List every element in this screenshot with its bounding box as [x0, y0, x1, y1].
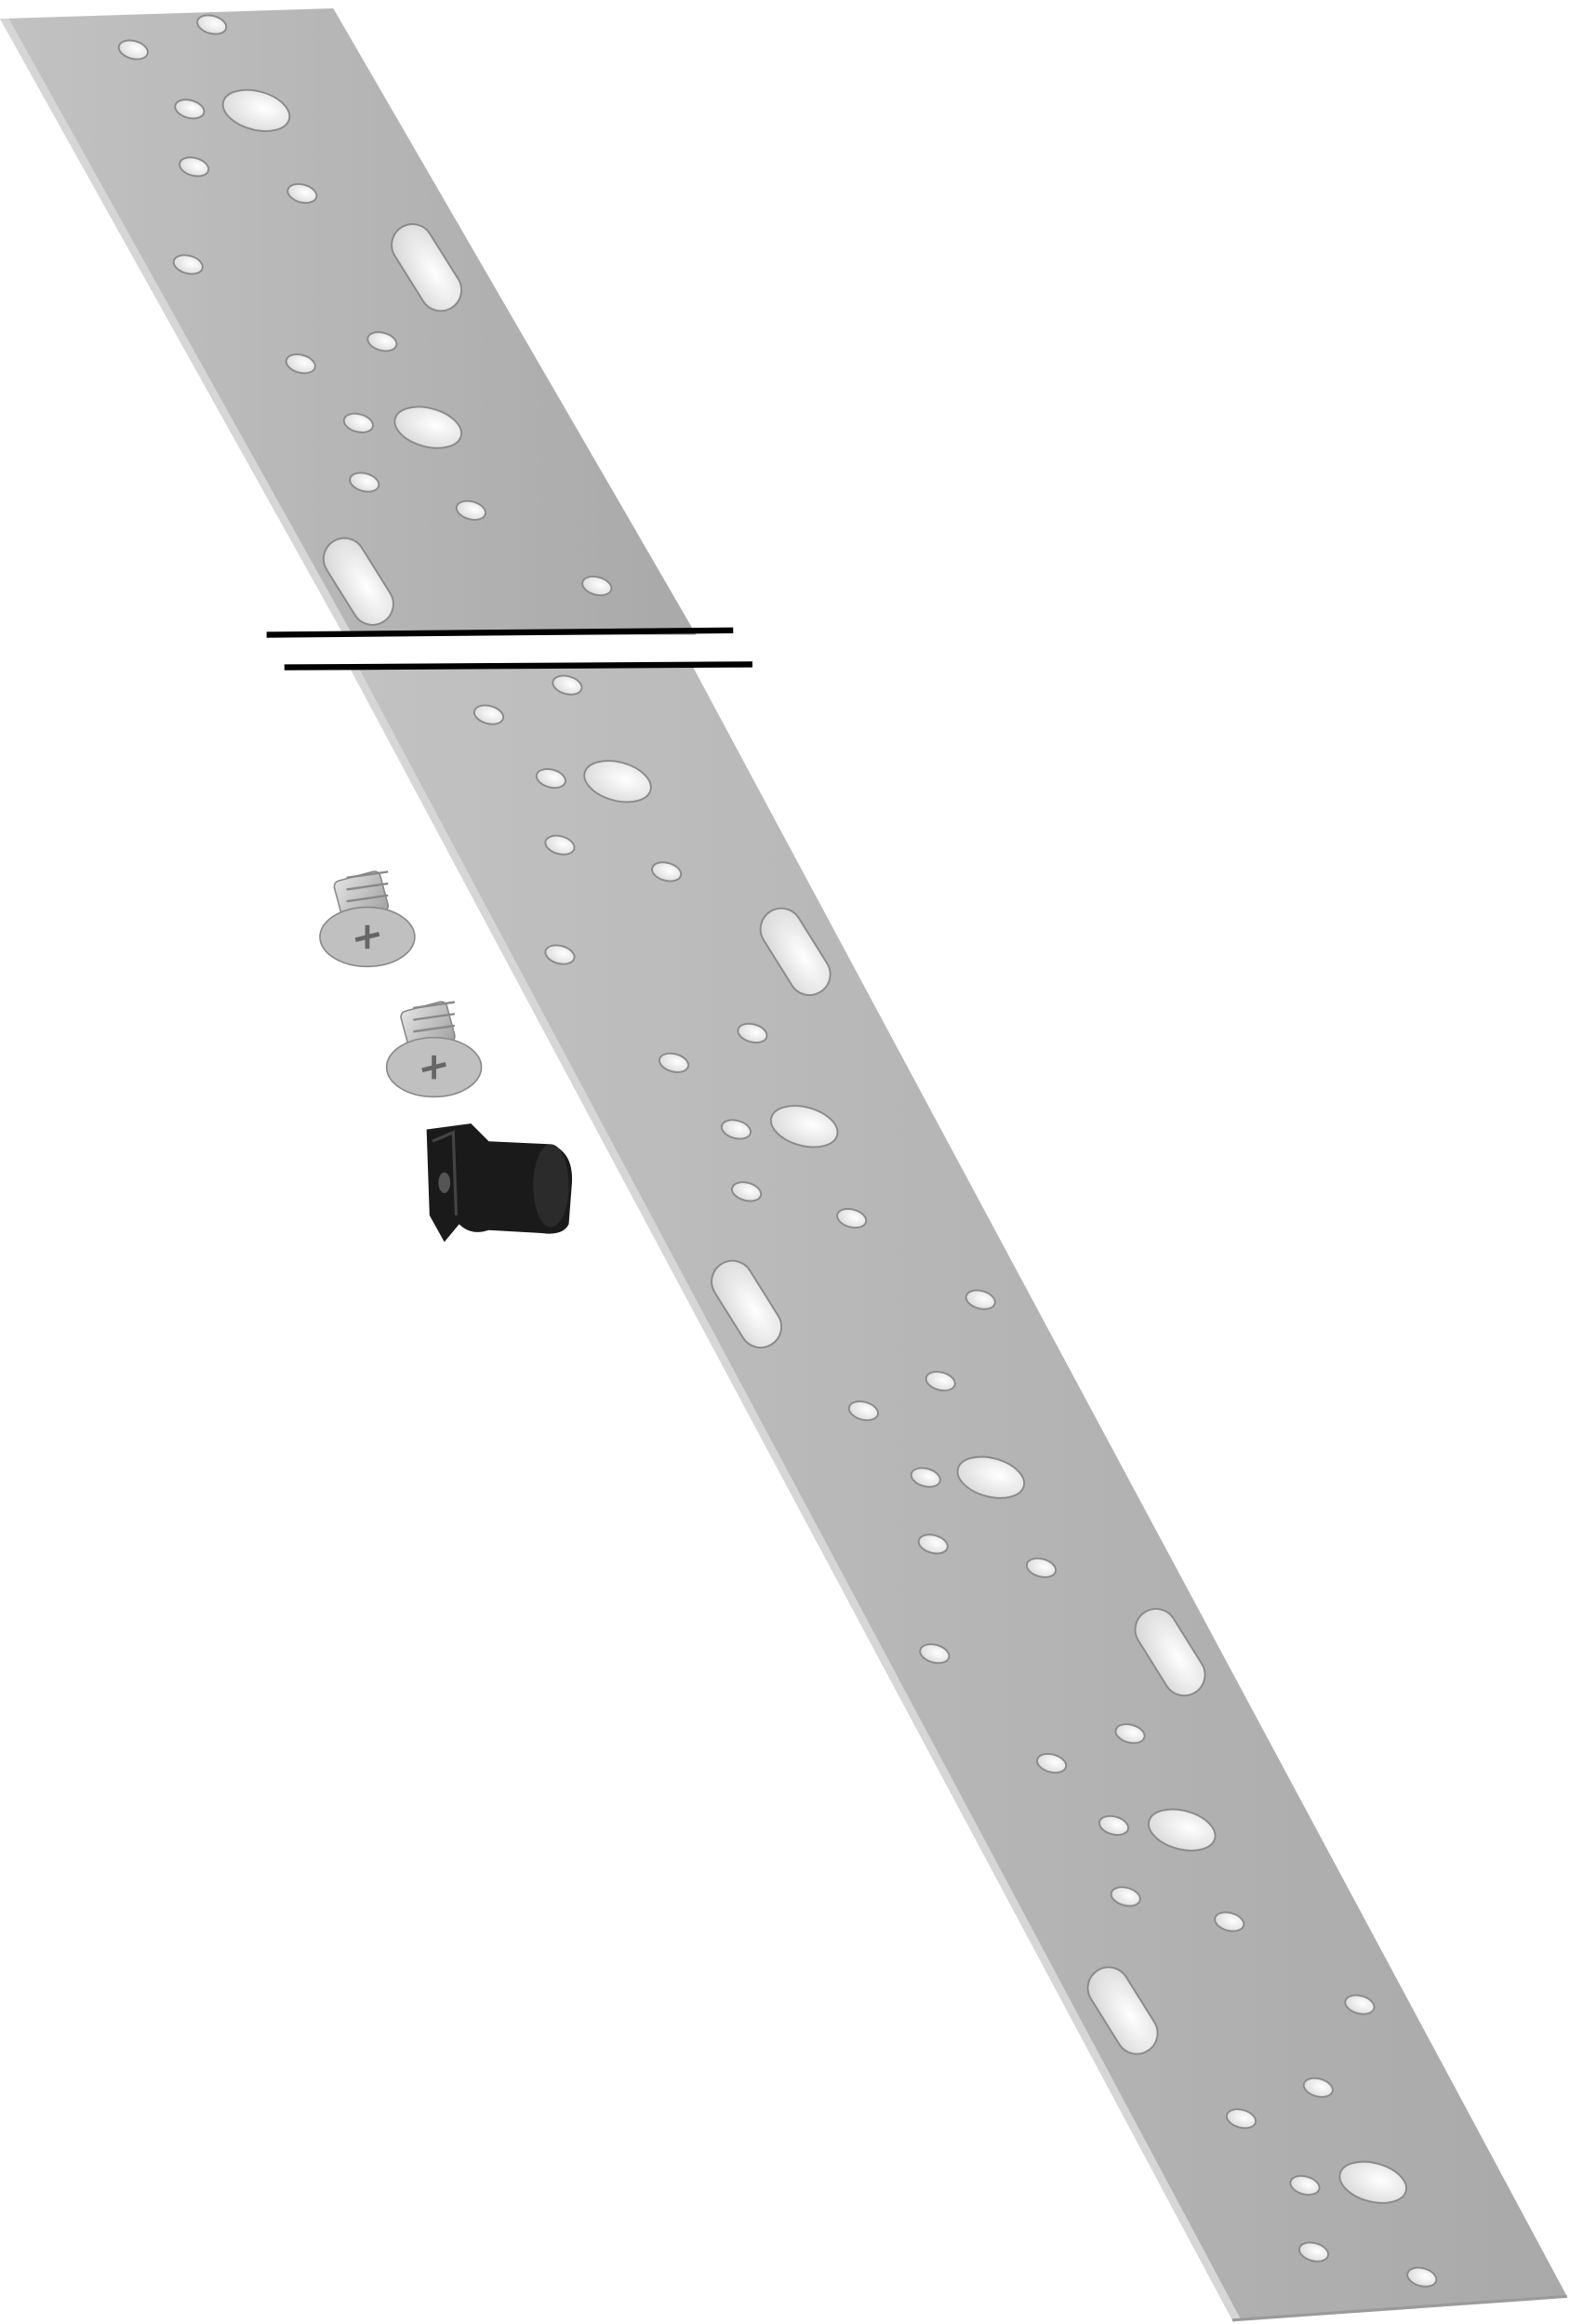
small-hole — [1110, 1886, 1141, 1907]
small-hole — [1289, 2174, 1321, 2196]
small-hole — [535, 767, 566, 790]
small-hole — [1406, 2266, 1438, 2288]
small-hole — [552, 674, 583, 696]
small-hole — [965, 1289, 996, 1310]
large-hole — [393, 405, 462, 449]
slot-hole — [391, 223, 463, 312]
small-hole — [174, 99, 206, 120]
small-hole — [917, 1534, 949, 1555]
small-hole — [172, 254, 204, 275]
small-hole — [472, 704, 505, 725]
slot-hole — [1086, 1966, 1159, 2055]
plastic-clip — [426, 1123, 573, 1242]
small-hole — [836, 1207, 868, 1229]
small-hole — [285, 353, 316, 375]
small-hole — [651, 861, 683, 883]
break-lines — [266, 627, 752, 671]
large-hole — [583, 760, 652, 803]
small-hole — [455, 499, 486, 521]
small-hole — [581, 575, 613, 597]
small-hole — [925, 1371, 956, 1392]
small-hole — [196, 14, 228, 35]
small-hole — [1114, 1723, 1146, 1745]
small-hole — [919, 1643, 951, 1665]
small-hole — [1214, 1911, 1245, 1932]
small-hole — [1025, 1557, 1058, 1578]
small-hole — [731, 1181, 763, 1202]
slot-hole — [1134, 1608, 1206, 1697]
small-hole — [342, 412, 374, 433]
slot-hole — [759, 907, 832, 996]
large-hole — [1148, 1808, 1217, 1852]
small-hole — [1036, 1752, 1068, 1774]
small-hole — [286, 182, 318, 205]
phillips-cross-icon — [354, 924, 380, 950]
metal-strip-upper — [0, 7, 697, 635]
small-hole — [847, 1400, 879, 1422]
mounting-holes — [117, 14, 1438, 2288]
large-hole — [769, 1105, 839, 1149]
small-hole — [1098, 1814, 1130, 1836]
phillips-cross-icon — [421, 1055, 446, 1080]
large-hole — [221, 88, 291, 132]
screw-1 — [319, 870, 416, 968]
small-hole — [1297, 2241, 1330, 2263]
small-hole — [1344, 1994, 1376, 2015]
slot-hole — [711, 1259, 783, 1348]
large-hole — [1338, 2160, 1407, 2204]
small-hole — [1302, 2077, 1334, 2098]
small-hole — [910, 1467, 941, 1488]
metal-strip-lower — [349, 667, 1567, 2322]
small-hole — [366, 331, 398, 352]
small-hole — [659, 1052, 690, 1073]
small-hole — [720, 1119, 752, 1140]
small-hole — [179, 156, 210, 178]
screw-2 — [385, 1001, 483, 1098]
small-hole — [544, 944, 576, 965]
small-hole — [117, 39, 149, 60]
slot-hole — [322, 537, 394, 626]
small-hole — [544, 834, 576, 856]
small-hole — [1225, 2108, 1257, 2130]
small-hole — [737, 1022, 768, 1044]
small-hole — [349, 471, 380, 493]
large-hole — [956, 1455, 1026, 1499]
